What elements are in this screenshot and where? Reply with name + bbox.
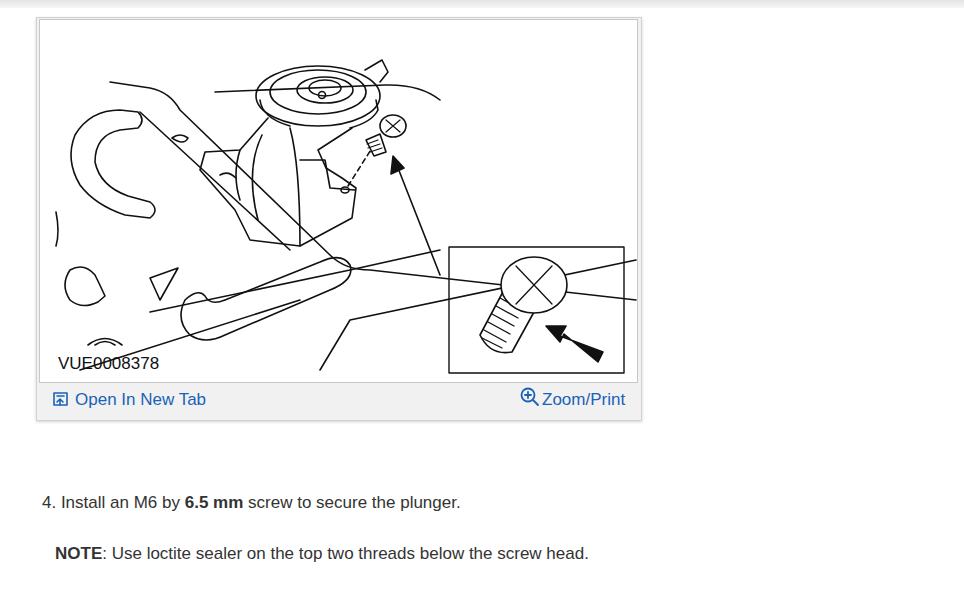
zoom-print-link: Zoom/Print — [542, 390, 625, 410]
text-run: Zoom/Print — [542, 390, 625, 409]
open-tab-icon — [54, 393, 67, 405]
text-run: 4. Install an M6 by — [42, 493, 180, 512]
text-run: VUE0008378 — [58, 354, 159, 373]
detail-inset — [449, 247, 624, 373]
leader-line — [391, 156, 440, 275]
step-text: 4. Install an M6 by 6.5 mmscrew to secure… — [42, 493, 461, 513]
text-run: screw to secure the plunger. — [248, 493, 461, 512]
screw — [348, 115, 406, 186]
image-code: VUE0008378 — [58, 354, 159, 374]
text-run: : Use loctite sealer on the top two thre… — [102, 544, 589, 563]
slot-outlines — [65, 110, 351, 345]
bold-text: 6.5 mm — [185, 493, 244, 512]
open-tab-link: Open In New Tab — [75, 390, 206, 410]
plunger-assembly — [200, 60, 388, 246]
note-text: NOTE: Use loctite sealer on the top two … — [55, 544, 589, 564]
bold-text: NOTE — [55, 544, 102, 563]
mounting-plate — [56, 82, 636, 370]
text-run: Open In New Tab — [75, 390, 206, 409]
zoom-icon — [522, 389, 539, 406]
top-bar — [0, 0, 964, 8]
